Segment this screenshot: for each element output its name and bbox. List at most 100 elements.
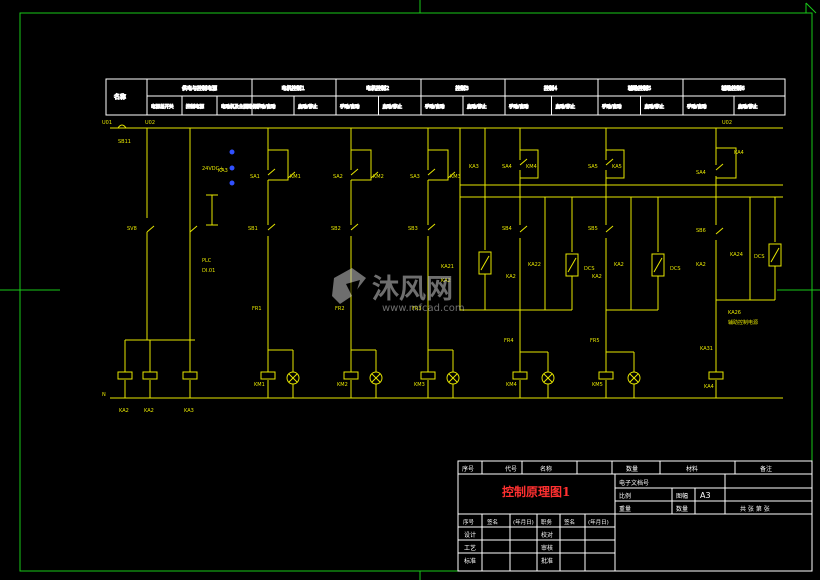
relay-diag bbox=[567, 257, 577, 273]
title-row1-cell: 序号 bbox=[462, 465, 474, 473]
watermark-url: www.mfcad.com bbox=[382, 303, 465, 314]
left-coil-label: KA2 bbox=[119, 408, 129, 414]
aux-coil bbox=[598, 371, 614, 380]
header-group-label: 电机控制2 bbox=[366, 85, 389, 92]
header-group-label: 辅助控制6 bbox=[722, 85, 745, 92]
aux-ka2-label: KA2 bbox=[592, 274, 602, 280]
aux-coil-label: KM4 bbox=[506, 382, 517, 388]
coil-ka3 bbox=[182, 371, 198, 380]
last-ka24-label: KA24 bbox=[730, 252, 743, 258]
aux-fr-label: FR4 bbox=[504, 338, 514, 344]
header-sub-label: 电源总开关 bbox=[151, 103, 174, 110]
branch-coil bbox=[420, 371, 436, 380]
branch-km-label: KM3 bbox=[450, 174, 461, 180]
supply-label: 24VDC+ bbox=[202, 166, 223, 172]
left-coil-label: KA3 bbox=[184, 408, 194, 414]
header-sub-label: 电动机及主回路保护 bbox=[221, 103, 262, 110]
aux-sb-label: SB5 bbox=[588, 226, 598, 232]
last-ka-label: KA4 bbox=[734, 150, 744, 156]
aux-dcs-label: DCS bbox=[670, 266, 681, 272]
last-sa-label: SA4 bbox=[696, 170, 706, 176]
title-row1-cell: 材料 bbox=[686, 465, 698, 473]
title-row1-cell: 数量 bbox=[626, 465, 638, 473]
last-coil bbox=[708, 371, 724, 380]
relay-diag bbox=[770, 247, 780, 263]
bus-right-label: U02 bbox=[145, 120, 155, 126]
header-group-label: 辅助控制5 bbox=[628, 85, 651, 92]
sign-head: (年月日) bbox=[588, 518, 609, 526]
coil-ka2-a bbox=[117, 371, 133, 380]
header-first-col: 名称 bbox=[114, 93, 126, 101]
relay-diag bbox=[653, 257, 663, 273]
selfhold-loop bbox=[351, 149, 372, 181]
mid-label-1: KA21 bbox=[441, 264, 454, 270]
lamp-cross bbox=[448, 373, 458, 383]
aux-dcs-label: DCS bbox=[584, 266, 595, 272]
relay-dot-icon bbox=[229, 149, 235, 155]
main-switch-label: SB11 bbox=[118, 139, 131, 145]
header-group-label: 控制3 bbox=[456, 85, 469, 92]
mid-label-2: KA2 bbox=[441, 278, 451, 284]
left-relay-label: KA3 bbox=[218, 168, 228, 174]
switch-contact bbox=[146, 225, 155, 233]
title-row1-cell: 名称 bbox=[540, 465, 552, 473]
switch-contact bbox=[519, 225, 528, 233]
aux-ka22-label: KA2 bbox=[614, 262, 624, 268]
plc-sub-label: DI.01 bbox=[202, 268, 215, 274]
aux-coil-label: KM5 bbox=[592, 382, 603, 388]
selfhold-loop bbox=[716, 147, 737, 179]
neutral-label: N bbox=[102, 392, 106, 398]
branch-km-label: KM1 bbox=[290, 174, 301, 180]
lamp-cross bbox=[371, 373, 381, 383]
branch-coil bbox=[260, 371, 276, 380]
header-sub-label: 启动/停止 bbox=[738, 103, 758, 110]
lamp-cross bbox=[543, 373, 553, 383]
branch-sb-label: SB2 bbox=[331, 226, 341, 232]
role-label-2: 校对 bbox=[541, 531, 553, 539]
selfhold-loop bbox=[606, 149, 625, 179]
relay-dot-icon bbox=[229, 180, 235, 186]
branch-fr-label: FR3 bbox=[412, 306, 422, 312]
coil-ka2-b bbox=[142, 371, 158, 380]
aux-ka22-label: KA22 bbox=[528, 262, 541, 268]
branch-km-label: KM2 bbox=[373, 174, 384, 180]
header-sub-label: 手动/自动 bbox=[687, 103, 707, 110]
aux-sa-label: SA4 bbox=[502, 164, 512, 170]
switch-contact bbox=[350, 168, 359, 176]
branch-coil-label: KM2 bbox=[337, 382, 348, 388]
aux-ka2-label: KA2 bbox=[506, 274, 516, 280]
branch-coil-label: KM1 bbox=[254, 382, 265, 388]
header-sub-label: 启动/停止 bbox=[298, 103, 318, 110]
main-switch-symbol bbox=[117, 124, 127, 129]
meta-label: 比例 bbox=[619, 492, 631, 500]
sheet-text: 共 张 第 张 bbox=[740, 505, 770, 513]
left-coil-label: KA2 bbox=[144, 408, 154, 414]
branch-coil bbox=[343, 371, 359, 380]
role-label: 标准 bbox=[464, 557, 476, 565]
aux-fr-label: FR5 bbox=[590, 338, 600, 344]
switch-contact bbox=[427, 168, 436, 176]
branch-sa-label: SA1 bbox=[250, 174, 260, 180]
sv-label: SV8 bbox=[127, 226, 137, 232]
role-label-2: 批准 bbox=[541, 557, 553, 565]
meta-label: 电子文档号 bbox=[619, 479, 649, 487]
switch-contact bbox=[715, 163, 724, 171]
branch-fr-label: FR1 bbox=[252, 306, 262, 312]
sign-head: 序号 bbox=[463, 518, 475, 526]
header-sub-label: 手动/自动 bbox=[256, 103, 276, 110]
header-sub-label: 手动/自动 bbox=[509, 103, 529, 110]
sign-head: 职务 bbox=[541, 518, 553, 526]
title-row1-cell: 代号 bbox=[505, 465, 517, 473]
switch-contact bbox=[287, 171, 296, 179]
header-sub-label: 启动/停止 bbox=[383, 103, 403, 110]
last-dcs-label: DCS bbox=[754, 254, 765, 260]
relay-dot-icon bbox=[229, 165, 235, 171]
selfhold-loop bbox=[268, 149, 289, 181]
switch-contact bbox=[519, 158, 528, 166]
meta-value: A3 bbox=[700, 491, 711, 500]
aux-sb-label: SB4 bbox=[502, 226, 512, 232]
header-table: 名称供电与控制电源电源总开关控制电源电动机及主回路保护电机控制1手动/自动启动/… bbox=[105, 78, 786, 116]
